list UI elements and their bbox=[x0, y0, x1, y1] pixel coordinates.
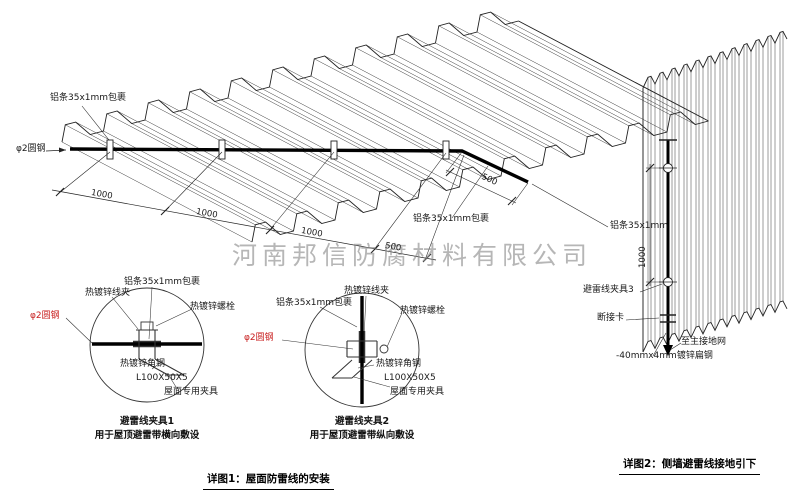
caption-fig1: 详图1：屋面防雷线的安装 bbox=[203, 471, 334, 490]
detail1-clamp-drawing bbox=[65, 286, 205, 403]
wall-downlead-wire-and-dims bbox=[625, 139, 682, 357]
d2-subtitle: 用于屋顶避雷带纵向敷设 bbox=[309, 430, 415, 441]
wall-dim-1000: 1000 bbox=[638, 246, 648, 268]
wall-clamp3-label: 避雷线夹具3 bbox=[583, 285, 634, 295]
d1-title: 避雷线夹具1 bbox=[119, 416, 175, 427]
roof-strip-label-bottom: 铝条35x1mm包裹 bbox=[413, 214, 490, 224]
d1-clamp-label: 热镀锌线夹 bbox=[85, 288, 131, 298]
roof-corrugated-sheet bbox=[61, 11, 709, 243]
wall-disconnect-label: 断接卡 bbox=[597, 313, 625, 323]
d2-strip-label: 铝条35x1mm包裹 bbox=[276, 298, 353, 308]
d1-angle-spec-label: L100X50X5 bbox=[136, 373, 188, 383]
roof-lightning-wire-and-dims bbox=[45, 105, 609, 263]
d2-clamp-label: 热镀锌线夹 bbox=[344, 286, 390, 296]
wall-corrugated-sheet bbox=[642, 30, 788, 353]
roof-round-steel-label: φ2圆钢 bbox=[16, 144, 46, 154]
d2-angle-steel-label: 热镀锌角钢 bbox=[376, 359, 422, 369]
detail2-clamp-drawing bbox=[281, 292, 420, 408]
roof-strip-label-top: 铝条35x1mm包裹 bbox=[50, 93, 127, 103]
d1-angle-steel-label: 热镀锌角钢 bbox=[120, 359, 166, 369]
d2-round-steel-label: φ2圆钢 bbox=[244, 333, 274, 343]
caption-fig2: 详图2：侧墙避雷线接地引下 bbox=[619, 456, 761, 475]
d2-title: 避雷线夹具2 bbox=[334, 416, 390, 427]
company-watermark: 河南邦信防腐材料有限公司 bbox=[232, 241, 593, 270]
wall-to-ground-label: 至主接地网 bbox=[681, 337, 727, 347]
wall-flat-steel-label: -40mmx4mm镀锌扁钢 bbox=[616, 351, 713, 361]
d2-bolt-label: 热镀锌螺栓 bbox=[400, 306, 446, 316]
d2-roof-fixture-label: 屋面专用夹具 bbox=[390, 387, 445, 397]
d1-round-steel-label: φ2圆钢 bbox=[30, 311, 60, 321]
roof-strip-label-right: 铝条35x1mm bbox=[610, 221, 669, 231]
d1-bolt-label: 热镀锌螺栓 bbox=[190, 302, 236, 312]
d1-roof-fixture-label: 屋面专用夹具 bbox=[164, 387, 219, 397]
d2-angle-spec-label: L100X50X5 bbox=[384, 373, 436, 383]
d1-subtitle: 用于屋顶避雷带横向敷设 bbox=[94, 430, 200, 441]
d1-strip-label: 铝条35x1mm包裹 bbox=[124, 277, 201, 287]
